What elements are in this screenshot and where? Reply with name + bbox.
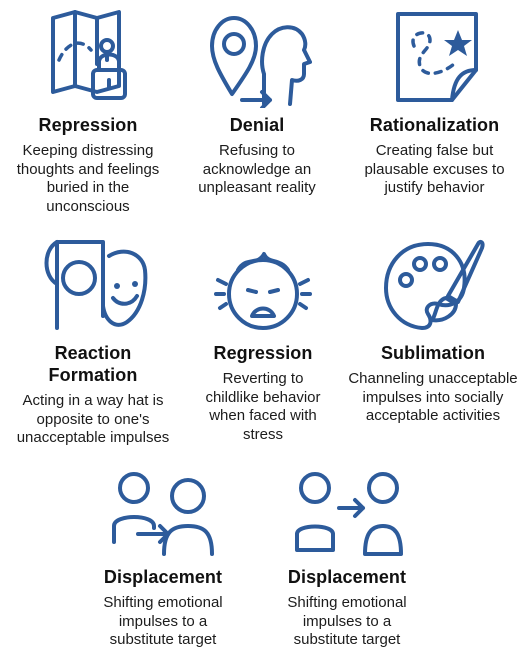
- theater-masks-icon: [44, 240, 147, 330]
- item-title: Displacement: [103, 567, 223, 587]
- item-regression: Regression Reverting to childlike behavi…: [188, 236, 338, 444]
- crying-child-icon: [214, 252, 312, 330]
- item-repression: Repression Keeping distressing thoughts …: [8, 8, 168, 216]
- people-arrow-icon: [112, 472, 214, 556]
- item-description: Shifting emotional impulses to a substit…: [287, 594, 407, 648]
- item-title: Rationalization: [369, 115, 500, 135]
- item-title: Displacement: [287, 567, 407, 587]
- item-reaction-formation: Reaction Formation Acting in a way hat i…: [8, 236, 178, 448]
- item-title: Repression: [38, 115, 138, 135]
- palette-brush-icon: [384, 239, 485, 330]
- item-title: Denial: [229, 115, 285, 135]
- item-displacement-2: Displacement Shifting emotional impulses…: [272, 468, 422, 650]
- item-description: Reverting to childlike behavior when fac…: [205, 370, 321, 443]
- item-displacement-1: Displacement Shifting emotional impulses…: [88, 468, 238, 650]
- item-rationalization: Rationalization Creating false but plaus…: [352, 8, 517, 198]
- people-arrow-icon: [295, 472, 403, 556]
- item-title: Regression: [213, 343, 313, 363]
- item-description: Shifting emotional impulses to a substit…: [103, 594, 223, 648]
- item-title: Reaction Formation: [48, 343, 138, 385]
- item-description: Refusing to acknowledge an unpleasant re…: [198, 142, 316, 196]
- item-denial: Denial Refusing to acknowledge an unplea…: [182, 8, 332, 198]
- pin-head-icon: [210, 16, 312, 108]
- item-description: Creating false but plausable excuses to …: [364, 142, 505, 196]
- item-description: Keeping distressing thoughts and feeling…: [16, 142, 160, 215]
- item-sublimation: Sublimation Channeling unacceptable impu…: [348, 236, 518, 426]
- item-description: Channeling unacceptable impulses into so…: [348, 370, 518, 424]
- item-description: Acting in a way hat is opposite to one's…: [16, 392, 170, 446]
- map-lock-icon: [51, 10, 127, 100]
- item-title: Sublimation: [380, 343, 486, 363]
- note-star-path-icon: [395, 12, 478, 102]
